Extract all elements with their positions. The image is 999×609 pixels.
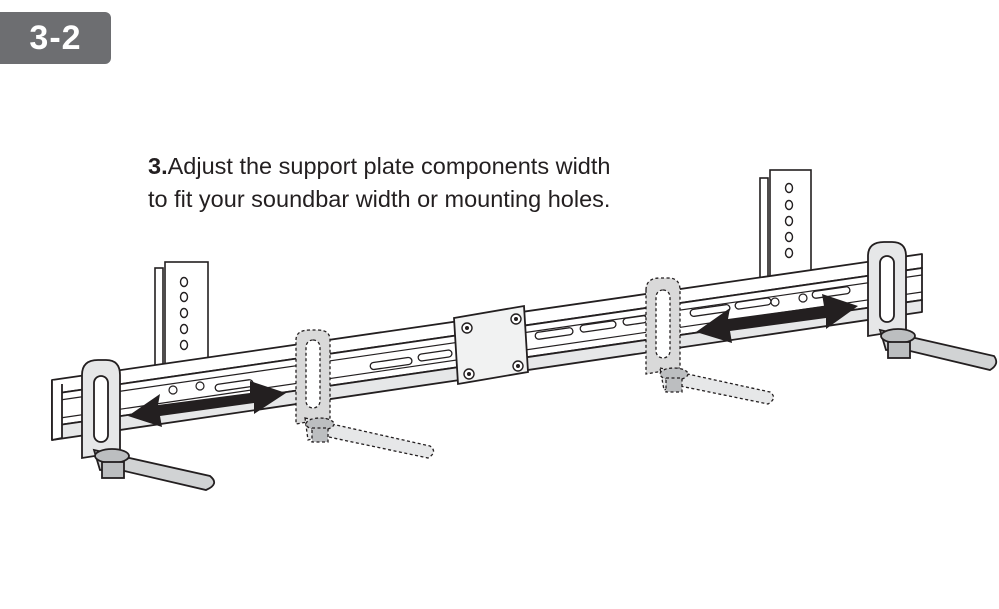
instruction-line-1: 3.Adjust the support plate components wi… <box>148 150 748 183</box>
instruction-line-2: to fit your soundbar width or mounting h… <box>148 186 611 212</box>
ghost-support-bracket-left <box>295 329 435 459</box>
instruction-text: 3.Adjust the support plate components wi… <box>148 150 748 216</box>
step-number: 3. <box>148 153 168 179</box>
instruction-line-1-text: Adjust the support plate components widt… <box>167 153 611 179</box>
double-headed-arrow-icon <box>696 294 858 343</box>
support-bracket-left <box>81 359 216 491</box>
step-label: 3-2 <box>29 18 82 57</box>
double-headed-arrow-icon <box>128 381 286 427</box>
step-badge: 3-2 <box>0 12 111 64</box>
support-bracket-right <box>867 241 998 371</box>
ghost-support-bracket-right <box>645 277 775 405</box>
center-mount-plate <box>453 304 529 386</box>
right-tv-bracket <box>759 169 812 279</box>
